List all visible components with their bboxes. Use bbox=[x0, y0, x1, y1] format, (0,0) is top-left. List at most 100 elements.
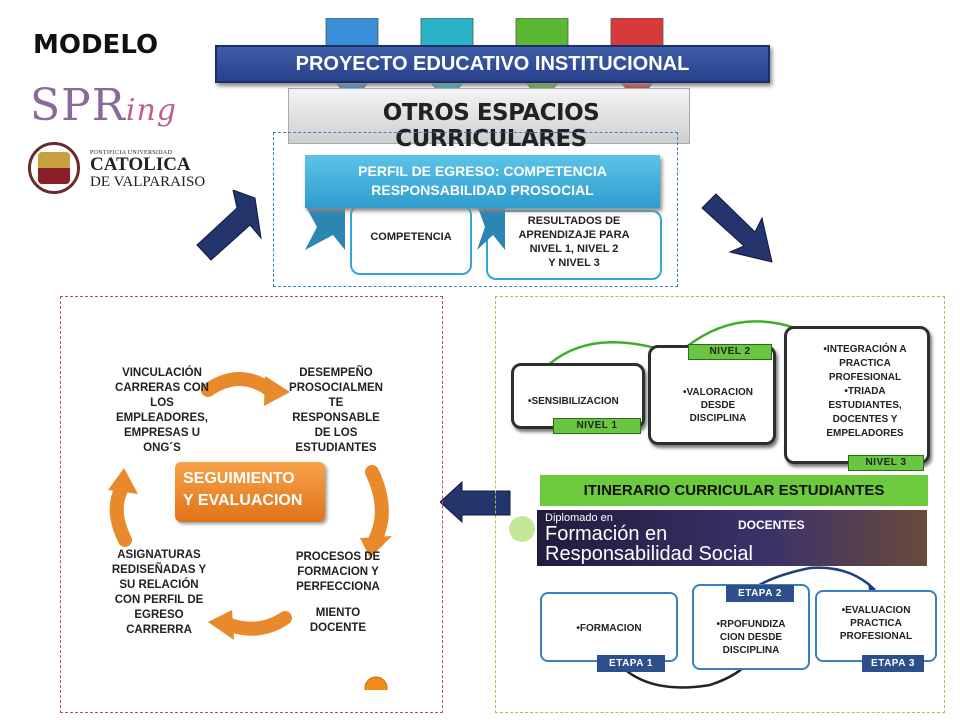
asignaturas-text: ASIGNATURAS REDISEÑADAS Y SU RELACIÓN CO… bbox=[100, 548, 218, 638]
vinculacion-line: LOS bbox=[150, 397, 174, 409]
cycle-arrow-bottom-icon bbox=[223, 611, 292, 636]
spring-logo-tail: ing bbox=[125, 93, 178, 128]
pucv-shield-icon bbox=[38, 152, 70, 184]
resultados-line: Y NIVEL 3 bbox=[548, 257, 600, 269]
etapa-2-item: •RPOFUNDIZA bbox=[716, 619, 786, 630]
nivel-3-item: ESTUDIANTES, bbox=[828, 400, 902, 411]
cycle-frame bbox=[60, 296, 443, 713]
perfil-title-line1: PERFIL DE EGRESO: COMPETENCIA bbox=[358, 163, 607, 179]
desempeno-line: DESEMPEÑO bbox=[299, 367, 373, 379]
procesos-line: PERFECCIONA bbox=[296, 581, 380, 593]
nivel-2-box: •VALORACION DESDE DISCIPLINA bbox=[648, 345, 776, 445]
nivel-3-box: •INTEGRACIÓN A PRACTICA PROFESIONAL •TRI… bbox=[784, 326, 930, 464]
pucv-seal-icon bbox=[28, 142, 80, 194]
seguimiento-box: SEGUIMIENTO Y EVALUACION bbox=[175, 462, 325, 522]
etapa-3-item: •EVALUACION bbox=[841, 605, 911, 616]
cycle-arrows bbox=[108, 372, 392, 690]
procesos-line: PROCESOS DE bbox=[295, 551, 381, 563]
desempeno-line: RESPONSABLE bbox=[292, 412, 380, 424]
nivel-3-item: DOCENTES Y bbox=[832, 414, 898, 425]
etapa-3-tag: ETAPA 3 bbox=[862, 655, 924, 672]
etapa-3-box: •EVALUACION PRACTICA PROFESIONAL bbox=[815, 590, 937, 662]
resultados-line: APRENDIZAJE PARA bbox=[518, 229, 630, 241]
nivel-2-item: DISCIPLINA bbox=[689, 413, 747, 424]
ribbon-folds bbox=[305, 205, 505, 250]
ribbon-left-icon bbox=[305, 205, 345, 250]
nivel-2-item: •VALORACION bbox=[683, 387, 753, 398]
ribbon-right-icon bbox=[477, 205, 505, 250]
cycle-arrowhead-bottom-icon bbox=[208, 610, 234, 640]
nivel-3-item: EMPELADORES bbox=[826, 428, 904, 439]
seguimiento-line2: Y EVALUACION bbox=[183, 492, 303, 509]
seguimiento-line1: SEGUIMIENTO bbox=[183, 470, 295, 487]
desempeno-line: TE bbox=[328, 397, 344, 409]
docentes-label: DOCENTES bbox=[738, 518, 805, 532]
vinculacion-line: ONG´S bbox=[143, 442, 181, 454]
cycle-arrowhead-left-icon bbox=[108, 468, 138, 494]
vinculacion-text: VINCULACIÓN CARRERAS CON LOS EMPLEADORES… bbox=[108, 366, 216, 456]
etapa-2-tag: ETAPA 2 bbox=[726, 585, 794, 602]
nivel-2-tag: NIVEL 2 bbox=[688, 344, 772, 360]
orange-dot-icon bbox=[364, 676, 388, 690]
nivel-3-item: •TRIADA bbox=[844, 386, 886, 397]
left-down-arrow-icon bbox=[196, 190, 262, 261]
asignaturas-line: SU RELACIÓN bbox=[119, 579, 199, 591]
left-arrow-icon bbox=[440, 480, 511, 524]
resultados-line: NIVEL 1, NIVEL 2 bbox=[529, 243, 619, 255]
diplomado-line1: Diplomado en bbox=[545, 512, 613, 524]
pucv-logo: PONTIFICIA UNIVERSIDAD CATOLICA DE VALPA… bbox=[90, 150, 205, 190]
oec-banner bbox=[288, 88, 690, 144]
connector-icon bbox=[684, 320, 796, 349]
miento-line: MIENTO bbox=[315, 607, 361, 619]
diplomado-line2-text: Formación en bbox=[545, 523, 668, 545]
green-dot-icon bbox=[509, 516, 535, 542]
cycle-arrow-right-icon bbox=[365, 465, 389, 547]
diplomado-line2: Formación en Responsabilidad Social bbox=[545, 524, 753, 564]
desempeno-line: PROSOCIALMEN bbox=[289, 382, 383, 394]
pucv-small-text: PONTIFICIA UNIVERSIDAD bbox=[90, 150, 173, 156]
etapa-1-box: •FORMACION bbox=[540, 592, 678, 662]
nivel-2-item: DESDE bbox=[700, 400, 736, 411]
desempeno-line: DE LOS bbox=[314, 427, 358, 439]
miento-text: MIENTO DOCENTE bbox=[282, 606, 394, 636]
right-down-arrow-icon bbox=[701, 193, 773, 263]
pei-title-bar: PROYECTO EDUCATIVO INSTITUCIONAL bbox=[215, 45, 770, 83]
etapa-1-tag: ETAPA 1 bbox=[597, 655, 665, 672]
level-connectors bbox=[544, 320, 796, 369]
itinerario-title: ITINERARIO CURRICULAR ESTUDIANTES bbox=[540, 475, 928, 506]
etapa-1-item: •FORMACION bbox=[576, 623, 642, 634]
vinculacion-line: VINCULACIÓN bbox=[122, 367, 202, 379]
procesos-line: FORMACION Y bbox=[297, 566, 379, 578]
asignaturas-line: ASIGNATURAS bbox=[117, 549, 201, 561]
diplomado-line3-text: Responsabilidad Social bbox=[545, 543, 753, 565]
nivel-3-item: PROFESIONAL bbox=[828, 372, 902, 383]
asignaturas-line: REDISEÑADAS Y bbox=[111, 564, 207, 576]
desempeno-line: ESTUDIANTES bbox=[295, 442, 377, 454]
nivel-3-item: PRACTICA bbox=[839, 358, 891, 369]
miento-line: DOCENTE bbox=[309, 622, 367, 634]
itinerario-frame bbox=[495, 296, 945, 713]
diplomado-banner bbox=[537, 510, 927, 566]
nivel-1-item: •SENSIBILIZACION bbox=[528, 396, 619, 407]
procesos-text: PROCESOS DE FORMACION Y PERFECCIONA bbox=[282, 550, 394, 595]
cycle-arrowhead-right-icon bbox=[360, 536, 392, 558]
etapa-3-item: PRACTICA bbox=[850, 618, 902, 629]
asignaturas-line: EGRESO bbox=[134, 609, 184, 621]
nivel-3-tag: NIVEL 3 bbox=[848, 455, 924, 471]
pucv-valparaiso: DE VALPARAISO bbox=[90, 174, 206, 190]
vinculacion-line: EMPRESAS U bbox=[123, 427, 201, 439]
resultados-line: RESULTADOS DE bbox=[527, 215, 621, 227]
cycle-arrow-left-icon bbox=[109, 481, 132, 547]
modelo-title: MODELO bbox=[33, 30, 159, 60]
spring-logo-main: SPR bbox=[30, 80, 126, 131]
vinculacion-line: CARRERAS CON bbox=[115, 382, 209, 394]
etapa-3-item: PROFESIONAL bbox=[839, 631, 913, 642]
connector-icon bbox=[544, 340, 656, 369]
oec-title: OTROS ESPACIOS CURRICULARES bbox=[382, 100, 600, 152]
asignaturas-line: CON PERFIL DE bbox=[114, 594, 204, 606]
perfil-frame bbox=[273, 132, 678, 287]
perfil-title-bar: PERFIL DE EGRESO: COMPETENCIA RESPONSABI… bbox=[305, 155, 660, 208]
etapa-2-item: DISCIPLINA bbox=[722, 645, 780, 656]
pucv-catolica: CATOLICA bbox=[90, 154, 191, 175]
etapa-2-item: CION DESDE bbox=[719, 632, 783, 643]
